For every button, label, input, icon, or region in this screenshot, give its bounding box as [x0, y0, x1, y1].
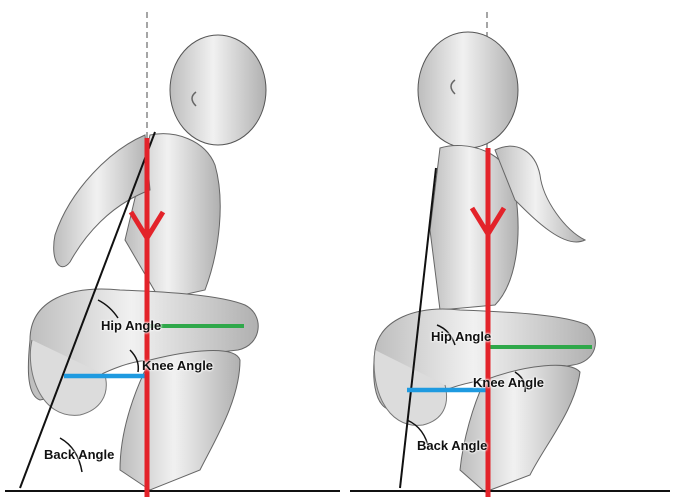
left-squat-panel: Hip Angle Knee Angle Back Angle: [0, 0, 345, 497]
hip-angle-label: Hip Angle: [101, 318, 161, 333]
hip-angle-label: Hip Angle: [431, 329, 491, 344]
left-figure-drawing: [0, 0, 345, 497]
back-angle-label: Back Angle: [44, 447, 114, 462]
knee-angle-label: Knee Angle: [473, 375, 544, 390]
right-figure-drawing: [345, 0, 675, 497]
right-squat-panel: Hip Angle Knee Angle Back Angle: [345, 0, 675, 497]
head: [418, 32, 518, 148]
back-angle-label: Back Angle: [417, 438, 487, 453]
knee-angle-label: Knee Angle: [142, 358, 213, 373]
head: [170, 35, 266, 145]
